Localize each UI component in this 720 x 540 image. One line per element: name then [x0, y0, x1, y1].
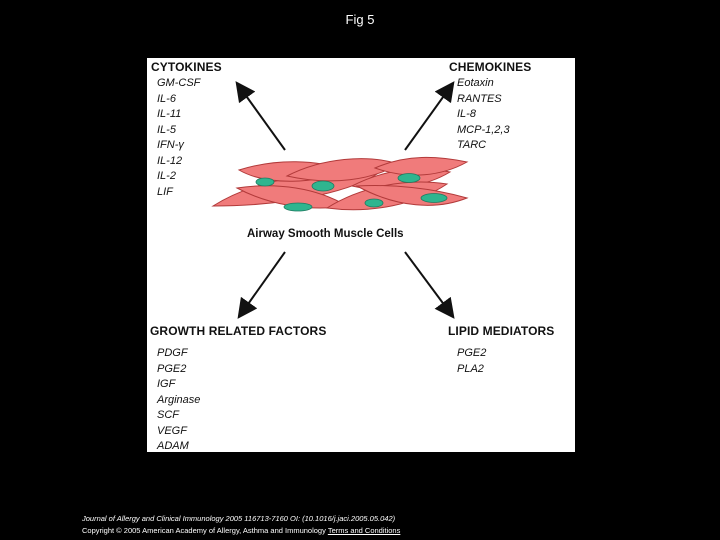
growth-factors-title: GROWTH RELATED FACTORS — [150, 324, 327, 338]
lipid-mediators-title: LIPID MEDIATORS — [448, 324, 555, 338]
list-item: RANTES — [457, 92, 502, 105]
cell-nucleus — [364, 198, 384, 208]
list-item: IFN-γ — [157, 139, 184, 151]
slide-title: Fig 5 — [345, 12, 375, 27]
chemokines-list: Eotaxin RANTES IL-8 MCP-1,2,3 TARC — [457, 76, 510, 154]
list-item: MCP-1,2,3 — [457, 123, 510, 136]
figure-panel: CYTOKINES GM-CSF IL-6 IL-11 IL-5 IFN-γ I… — [147, 58, 575, 452]
lipid-mediators-list: PGE2 PLA2 — [457, 346, 486, 377]
list-item: IL-8 — [457, 108, 476, 120]
list-item: Arginase — [157, 393, 201, 406]
list-item: LIF — [157, 185, 173, 198]
list-item: ADAM — [157, 440, 189, 452]
list-item: PGE2 — [457, 347, 487, 359]
list-item: Eotaxin — [457, 77, 494, 89]
list-item: IL-2 — [157, 170, 176, 182]
list-item: VEGF — [157, 424, 187, 437]
list-item: SCF — [157, 409, 179, 421]
list-item: IL-12 — [157, 154, 183, 167]
cytokines-list: GM-CSF IL-6 IL-11 IL-5 IFN-γ IL-12 IL-2 … — [157, 76, 200, 200]
list-item: PLA2 — [457, 362, 484, 375]
cells-label: Airway Smooth Muscle Cells — [247, 228, 404, 240]
smooth-muscle-cells-illustration — [211, 156, 469, 212]
list-item: PGE2 — [157, 362, 187, 375]
cell-nucleus — [397, 173, 421, 183]
arrows-layer — [235, 81, 455, 319]
list-item: IL-11 — [157, 108, 182, 120]
arrow-to-chemokines — [404, 81, 455, 151]
cell-nucleus — [283, 202, 313, 212]
chemokines-title: CHEMOKINES — [449, 60, 532, 74]
cytokines-title: CYTOKINES — [151, 60, 222, 74]
list-item: TARC — [457, 139, 487, 151]
citation-footer: Journal of Allergy and Clinical Immunolo… — [82, 513, 400, 537]
copyright-line: Copyright © 2005 American Academy of All… — [82, 525, 400, 537]
arrow-to-lipid-mediators — [404, 251, 455, 319]
journal-citation: Journal of Allergy and Clinical Immunolo… — [82, 514, 396, 523]
growth-factors-list: PDGF PGE2 IGF Arginase SCF VEGF ADAM — [157, 346, 200, 452]
muscle-cell — [373, 156, 469, 176]
list-item: GM-CSF — [157, 77, 201, 89]
cell-nucleus — [420, 193, 448, 203]
cell-nucleus — [311, 180, 335, 192]
cell-nucleus — [255, 177, 275, 187]
list-item: IL-6 — [157, 92, 176, 105]
list-item: IL-5 — [157, 123, 176, 136]
copyright-text: Copyright © 2005 American Academy of All… — [82, 526, 326, 535]
terms-and-conditions-link[interactable]: Terms and Conditions — [327, 526, 401, 535]
list-item: PDGF — [157, 347, 188, 359]
list-item: IGF — [157, 378, 176, 390]
arrow-to-growth-factors — [237, 251, 286, 319]
arrow-to-cytokines — [235, 81, 286, 151]
